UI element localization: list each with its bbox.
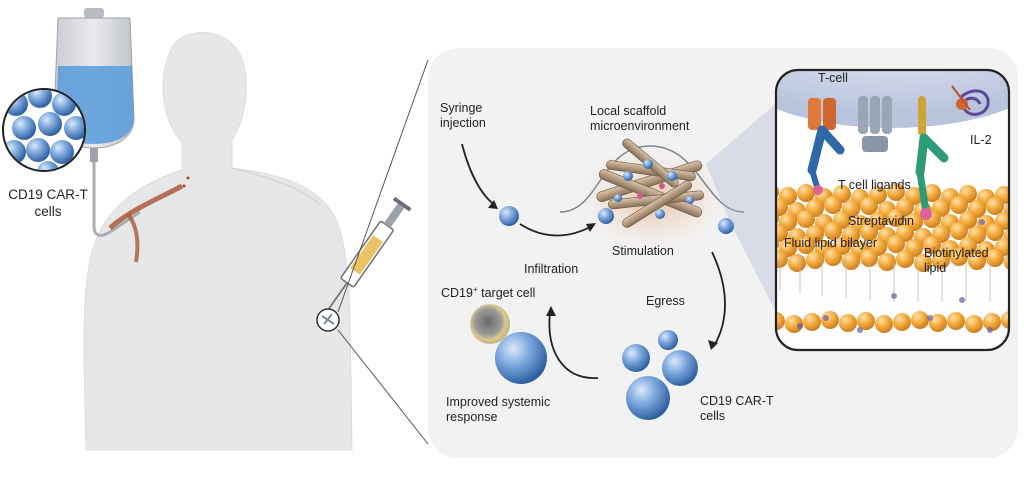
cd28-receptor [915,96,949,220]
local-scaffold-label: Local scaffold microenvironment [590,104,689,134]
il2-icon [951,85,990,116]
car-t-bag-label-line2: cells [34,204,62,219]
il2-label: IL-2 [970,133,992,147]
lipid-head [824,196,842,214]
lipid-head-lower [947,312,965,330]
lipid-head-lower [1001,311,1009,329]
lipid-head-lower [857,312,875,330]
syringe-injection-label: Syringe injection [440,101,486,131]
lipid-head [932,251,950,269]
lipid-head [887,235,905,253]
lipid-head [776,224,788,242]
syringe-injection-line2: injection [440,116,486,130]
improved-response-label: Improved systemic response [446,395,550,425]
arm-vein [108,176,190,263]
lipid-head [776,198,788,216]
syringe-injection-line1: Syringe [440,101,483,115]
lipid-head-lower [803,313,821,331]
local-scaffold-line1: Local scaffold [590,104,667,118]
car-t-output-line2: cells [700,409,726,423]
cd19-target-sup: + [472,285,478,294]
lipid-head [950,248,968,266]
lipid-head-lower [776,312,785,330]
lipid-head [860,223,878,241]
improved-response-line2: response [446,410,498,424]
biotinylated-line2: lipid [924,261,947,275]
lipid-head [797,184,815,202]
injection-site [316,308,340,332]
scaffold [559,138,745,260]
lipid-head-lower [875,315,893,333]
stimulation-label: Stimulation [612,244,674,258]
cd19-target-cell-label: CD19+ target cell [441,282,535,301]
lipid-head [986,223,1004,241]
streptavidin-receptor [858,96,892,152]
cd19-target-cell [470,304,510,344]
patient-silhouette [83,32,353,451]
fluid-lipid-bilayer-label: Fluid lipid bilayer [784,236,878,250]
iv-line [92,162,141,237]
injected-car-t-cell [499,206,519,226]
car-t-bag-label: CD19 CAR-T cells [2,186,94,220]
lipid-head-lower [839,314,857,332]
syringe-icon [326,196,412,312]
lipid-head-lower [965,315,983,333]
egressed-car-t-cells [622,330,698,420]
car-t-bag-label-line1: CD19 CAR-T [8,187,88,202]
lipid-head-lower [983,313,1001,331]
lipid-head [824,248,842,266]
cd19-target-prefix: CD19 [441,286,473,301]
lipid-head [860,249,878,267]
lipid-head [923,236,941,254]
cd3-receptor [807,98,845,195]
lipid-head [950,196,968,214]
cd19-target-suffix: target cell [477,286,536,301]
lipid-head [887,183,905,201]
lipid-head [776,250,788,268]
lipid-head-lower [821,311,839,329]
streptavidin-label: Streptavidin [848,214,915,228]
zoom-lines [337,59,429,445]
inset-callout [706,100,780,320]
lipid-head [842,252,860,270]
car-t-output-label: CD19 CAR-T cells [700,394,774,424]
biotinylated-lipid-label: Biotinylated lipid [924,246,989,276]
lipid-head [896,250,914,268]
lipid-head [806,251,824,269]
egress-label: Egress [646,294,685,308]
biotinylated-line1: Biotinylated [924,246,989,260]
t-cell-label: T-cell [818,71,848,85]
lipid-head-lower [911,311,929,329]
lipid-head [950,222,968,240]
local-scaffold-line2: microenvironment [590,119,690,133]
car-t-output-line1: CD19 CAR-T [700,394,774,408]
lipid-head [878,253,896,271]
killer-car-t-cell [495,332,547,384]
lipid-head-lower [893,313,911,331]
lipid-head [797,236,815,254]
infiltration-label: Infiltration [524,262,579,276]
lipid-head [968,252,986,270]
lipid-head [986,197,1004,215]
lipid-head [860,197,878,215]
lipid-head [923,184,941,202]
lipid-head [797,210,815,228]
lipid-head [887,209,905,227]
t-cell-ligands-label: T cell ligands [838,178,911,192]
arrow-heads [488,200,718,350]
lipid-head [824,222,842,240]
lipid-head [788,254,806,272]
molecular-inset [774,68,1011,352]
lipid-head-lower [929,314,947,332]
improved-response-line1: Improved systemic [446,395,551,409]
